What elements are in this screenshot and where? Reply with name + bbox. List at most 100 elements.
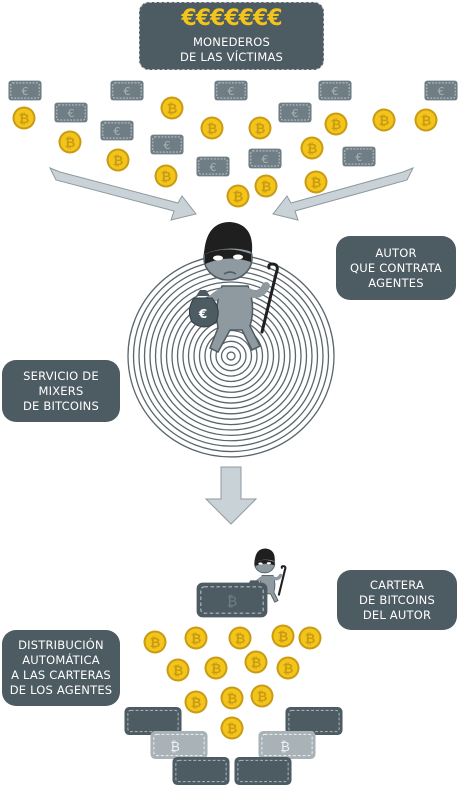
bitcoin-coin-icon: ₿ [276,656,300,680]
thief-icon: € [188,222,279,353]
banknote-icon: € [8,80,42,101]
svg-text:€: € [292,107,299,120]
svg-text:₿: ₿ [227,692,238,707]
agent-wallet-bitcoin-right: ₿ [280,740,290,755]
svg-text:€: € [210,161,217,174]
victims-wallets-label-line-2: DE LAS VÍCTIMAS [179,50,284,64]
banknote-icon: € [342,146,376,167]
svg-text:₿: ₿ [261,180,272,195]
euro-symbols: €€€€€€€ [181,6,282,31]
svg-text:₿: ₿ [257,690,268,705]
svg-text:₿: ₿ [283,662,294,677]
mixer-label-line-1: SERVICIO DE [23,368,99,383]
bitcoin-coin-icon: ₿ [414,108,438,132]
banknote-icon: € [424,80,458,101]
banknote-icon: € [110,80,144,101]
distribution-label-line-3: A LAS CARTERAS [11,668,111,682]
distribution-label-line-4: DE LOS AGENTES [9,683,113,697]
banknote-icon: € [248,148,282,169]
author-wallet-icon: ₿ [196,582,268,618]
svg-text:€: € [22,85,29,98]
bitcoin-coin-icon: ₿ [154,164,178,188]
distribution-label: DISTRIBUCIÓN AUTOMÁTICA A LAS CARTERAS D… [2,630,120,706]
svg-text:€: € [228,85,235,98]
author-label-line-2: QUE CONTRATA [350,260,442,275]
victims-wallets-box: €€€€€€€ MONEDEROS DE LAS VÍCTIMAS [139,2,324,70]
author-label-line-1: AUTOR [375,245,417,260]
bitcoin-coin-icon: ₿ [220,686,244,710]
mixer-label-line-3: DE BITCOINS [23,398,99,413]
svg-text:₿: ₿ [278,630,289,645]
banknote-icon: € [214,80,248,101]
author-wallet-label-line-2: DE BITCOINS [359,592,435,607]
svg-text:₿: ₿ [19,112,30,127]
author-wallet-label-line-3: DEL AUTOR [362,607,432,622]
bitcoin-coin-icon: ₿ [160,96,184,120]
bitcoin-coin-icon: ₿ [184,690,208,714]
bitcoin-coin-icon: ₿ [372,108,396,132]
bitcoin-coin-icon: ₿ [220,716,244,740]
svg-text:₿: ₿ [65,136,76,151]
svg-text:₿: ₿ [191,696,202,711]
author-label: AUTOR QUE CONTRATA AGENTES [336,236,456,300]
svg-text:₿: ₿ [173,664,184,679]
svg-text:₿: ₿ [211,662,222,677]
mixer-label: SERVICIO DE MIXERS DE BITCOINS [2,360,120,422]
mixer-label-line-2: MIXERS [38,383,84,398]
svg-text:₿: ₿ [255,122,266,137]
bitcoin-coin-icon: ₿ [226,184,250,208]
bitcoin-coin-icon: ₿ [244,650,268,674]
svg-text:€: € [164,139,171,152]
bitcoin-coin-icon: ₿ [200,116,224,140]
svg-text:₿: ₿ [113,154,124,169]
arrow-left-icon [48,167,197,221]
bitcoin-coin-icon: ₿ [304,170,328,194]
svg-text:₿: ₿ [421,114,432,129]
bitcoin-coin-icon: ₿ [250,684,274,708]
svg-text:€: € [124,85,131,98]
agent-wallets: ₿ ₿ [124,706,343,786]
author-label-line-3: AGENTES [368,275,424,290]
svg-text:₿: ₿ [227,722,238,737]
svg-text:₿: ₿ [251,656,262,671]
bitcoin-coin-icon: ₿ [254,174,278,198]
svg-text:₿: ₿ [305,632,316,647]
banknote-icon: € [150,134,184,155]
money-bag-euro: € [198,307,207,321]
svg-text:₿: ₿ [233,190,244,205]
victims-wallets-label-line-1: MONEDEROS [192,35,271,49]
svg-text:€: € [438,85,445,98]
svg-text:€: € [262,153,269,166]
svg-text:₿: ₿ [167,102,178,117]
bitcoin-coin-icon: ₿ [324,112,348,136]
author-wallet-bitcoin: ₿ [227,594,237,610]
arrow-down-icon [204,466,258,525]
banknote-icon: € [278,102,312,123]
arrow-right-icon [272,167,415,221]
bitcoin-coin-icon: ₿ [228,626,252,650]
banknote-icon: € [196,156,230,177]
banknote-icon: € [318,80,352,101]
bitcoin-coin-icon: ₿ [106,148,130,172]
svg-text:₿: ₿ [379,114,390,129]
svg-text:₿: ₿ [235,632,246,647]
svg-text:₿: ₿ [307,142,318,157]
svg-text:₿: ₿ [207,122,218,137]
bitcoin-coin-icon: ₿ [12,106,36,130]
svg-text:₿: ₿ [331,118,342,133]
distribution-label-line-2: AUTOMÁTICA [22,653,100,667]
svg-text:€: € [356,151,363,164]
bitcoin-coin-icon: ₿ [248,116,272,140]
svg-text:€: € [114,125,121,138]
bitcoin-coin-icon: ₿ [166,658,190,682]
svg-text:₿: ₿ [161,170,172,185]
distribution-label-line-1: DISTRIBUCIÓN [18,638,104,652]
svg-text:€: € [68,107,75,120]
banknote-icon: € [100,120,134,141]
banknote-icon: € [54,102,88,123]
bitcoin-coin-icon: ₿ [298,626,322,650]
bitcoin-coin-icon: ₿ [300,136,324,160]
author-wallet-label-line-1: CARTERA [369,577,425,592]
bitcoin-coin-icon: ₿ [204,656,228,680]
